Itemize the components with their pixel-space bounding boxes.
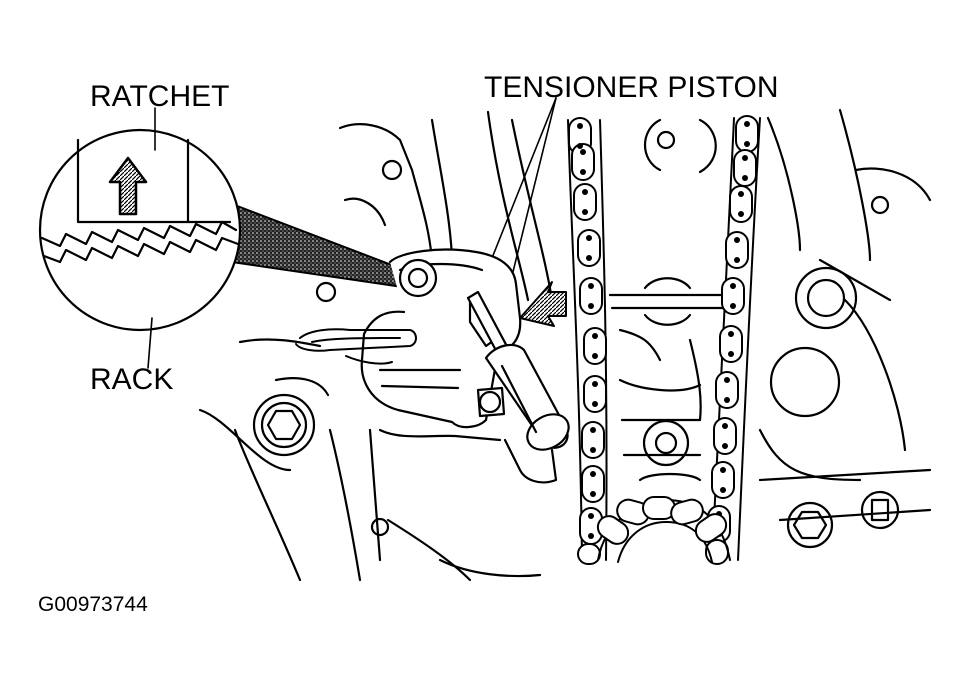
figure-id: G00973744 (38, 593, 148, 616)
idler-boss (642, 419, 690, 467)
crank-sprocket (596, 496, 731, 563)
retaining-clip (295, 328, 417, 365)
timing-chain-left (567, 117, 608, 565)
tensioner-piston-label: TENSIONER PISTON (484, 71, 779, 104)
pointer-arrow-icon (519, 281, 567, 327)
chain-guide (608, 277, 732, 326)
screwdriver (466, 290, 570, 451)
bolt-holes (315, 130, 890, 537)
timing-chain-right (705, 115, 761, 565)
up-arrow-icon (108, 156, 148, 216)
hex-bolt-left (252, 393, 316, 457)
engine-block-outline (198, 108, 932, 582)
hex-bolt-right (786, 490, 900, 549)
ratchet-label: RATCHET (90, 80, 230, 113)
rack-label: RACK (90, 363, 174, 396)
pulley-boss-right (769, 266, 858, 418)
